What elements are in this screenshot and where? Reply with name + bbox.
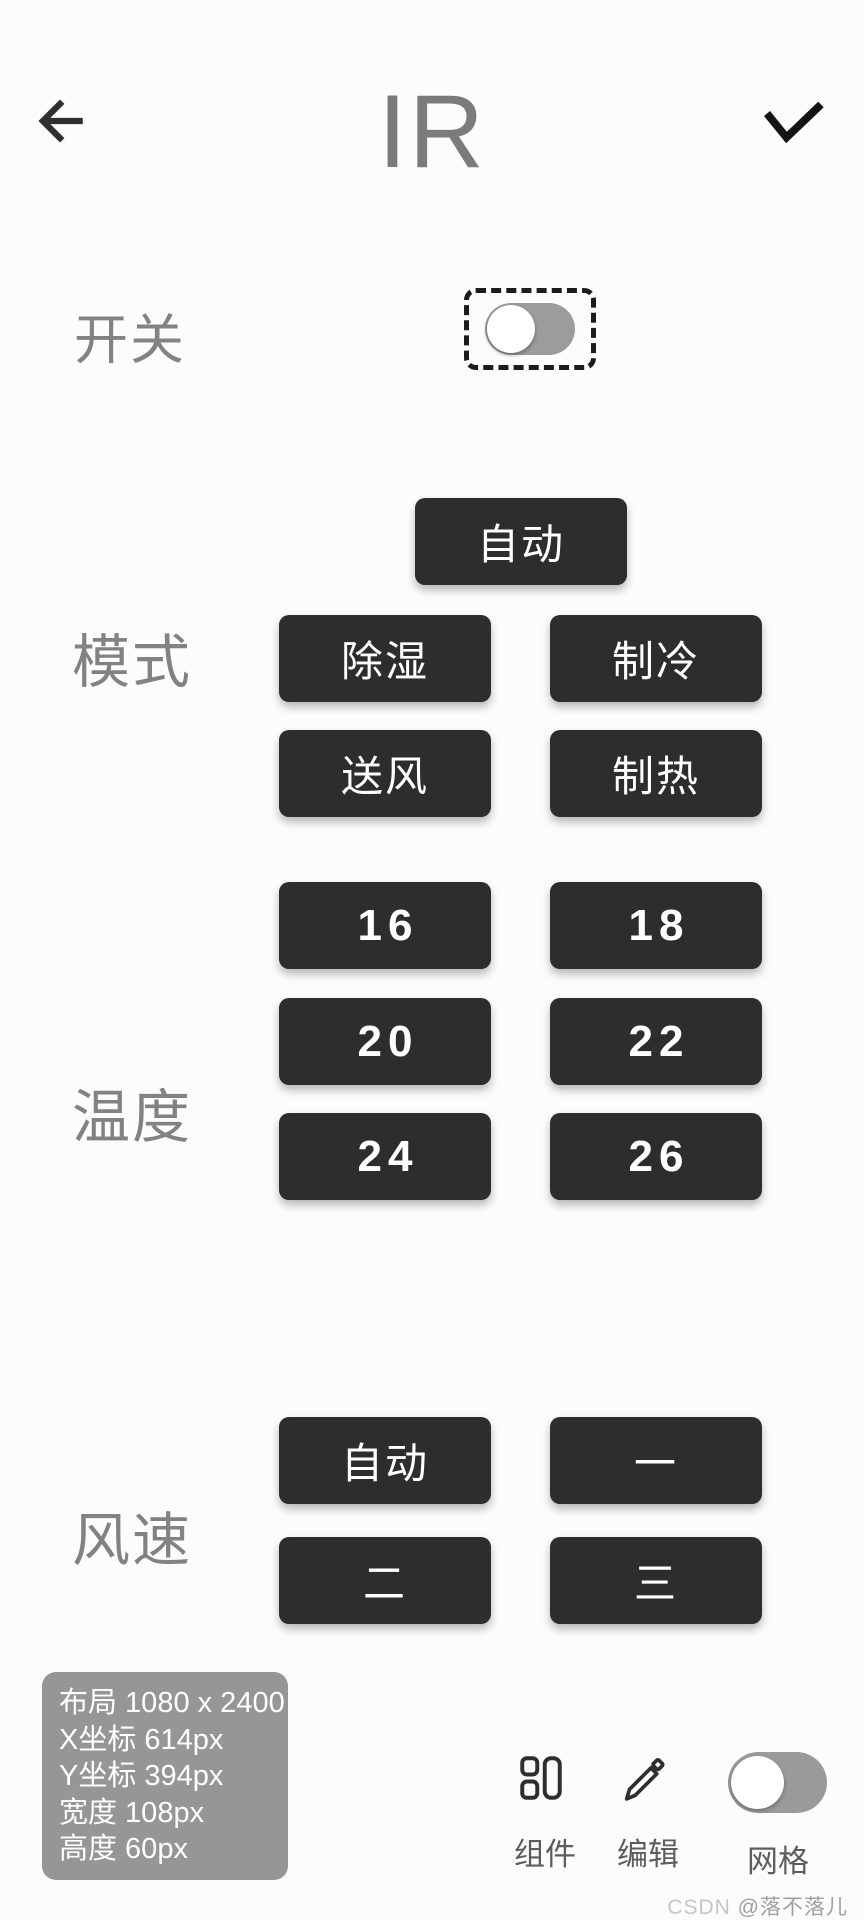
mode-button-fan-only[interactable]: 送风 [279,730,491,817]
selection-info-panel: 布局 1080 x 2400 X坐标 614px Y坐标 394px 宽度 10… [42,1672,288,1880]
fan-button-low[interactable]: 一 [550,1417,762,1504]
power-section-label: 开关 [74,310,186,371]
fan-section-label: 风速 [71,1508,193,1573]
pencil-icon [618,1753,670,1808]
page-title: IR [378,74,486,190]
mode-button-auto[interactable]: 自动 [415,498,627,585]
info-width: 宽度 108px [59,1796,205,1829]
temp-button-22[interactable]: 22 [550,998,762,1085]
confirm-button[interactable] [758,95,838,157]
mode-button-cool[interactable]: 制冷 [550,615,762,702]
info-x-coordinate: X坐标 614px [59,1723,224,1756]
info-height: 高度 60px [59,1833,188,1865]
components-label[interactable]: 组件 [514,1837,576,1872]
power-toggle-selection-box[interactable] [464,288,596,370]
info-layout-size: 布局 1080 x 2400 [59,1687,285,1719]
check-icon [758,95,838,147]
fan-button-medium[interactable]: 二 [279,1537,491,1624]
components-icon [516,1752,566,1804]
temp-button-16[interactable]: 16 [279,882,491,969]
watermark-handle: @落不落儿 [737,1896,848,1919]
fan-button-auto[interactable]: 自动 [279,1417,491,1504]
temp-button-26[interactable]: 26 [550,1113,762,1200]
components-button[interactable] [516,1752,566,1804]
grid-label[interactable]: 网格 [747,1844,809,1879]
temperature-section-label: 温度 [71,1085,193,1150]
temp-button-24[interactable]: 24 [279,1113,491,1200]
back-button[interactable] [30,92,98,156]
watermark-prefix: CSDN [667,1896,738,1919]
power-toggle[interactable] [485,303,575,355]
edit-button[interactable] [618,1753,670,1808]
info-y-coordinate: Y坐标 394px [59,1760,224,1792]
mode-section-label: 模式 [71,630,193,695]
fan-button-high[interactable]: 三 [550,1537,762,1624]
edit-label[interactable]: 编辑 [617,1837,679,1872]
temp-button-18[interactable]: 18 [550,882,762,969]
mode-button-heat[interactable]: 制热 [550,730,762,817]
arrow-left-icon [30,92,98,150]
grid-toggle[interactable] [728,1752,827,1813]
temp-button-20[interactable]: 20 [279,998,491,1085]
mode-button-dry[interactable]: 除湿 [279,615,491,702]
grid-toggle-knob [731,1756,784,1809]
power-toggle-knob [487,305,535,353]
watermark: CSDN @落不落儿 [667,1891,848,1920]
